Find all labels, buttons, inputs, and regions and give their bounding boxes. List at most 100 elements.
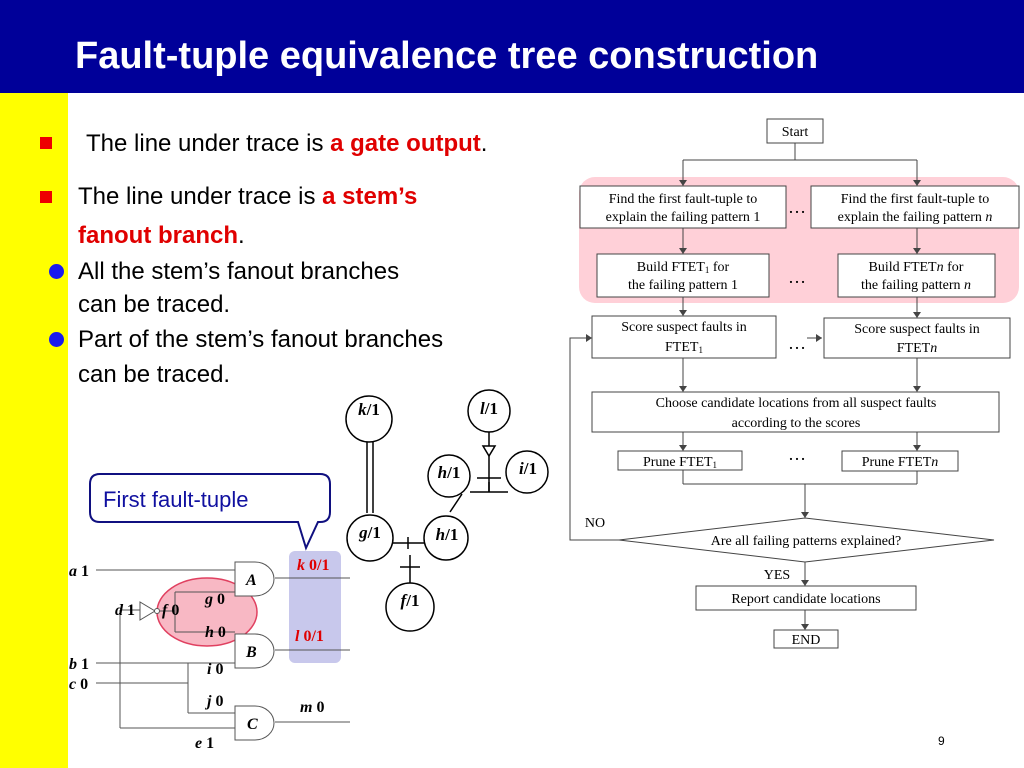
tree-node-f bbox=[385, 582, 435, 632]
flow-prune1-main: Prune FTET bbox=[643, 455, 713, 470]
bullet-emphasis: a stem’s bbox=[322, 183, 418, 210]
title-bar: Fault-tuple equivalence tree constructio… bbox=[0, 0, 1024, 93]
gate-c-label: C bbox=[247, 716, 258, 733]
tree-node-i-label: i bbox=[519, 459, 524, 478]
line-d-value: 1 bbox=[127, 602, 135, 619]
tree-node-i bbox=[505, 450, 549, 494]
line-l-value: 0/1 bbox=[303, 628, 323, 645]
flow-build1-text-1-main: Build FTET bbox=[637, 260, 706, 275]
bullet-square-icon bbox=[40, 191, 52, 203]
svg-text:i 0: i 0 bbox=[207, 661, 223, 678]
flow-scoren-var: n bbox=[930, 341, 937, 356]
line-m-value: 0 bbox=[316, 699, 324, 716]
flow-end-text: END bbox=[792, 633, 821, 648]
svg-text:b 1: b 1 bbox=[69, 656, 89, 673]
gate-b-label: B bbox=[245, 644, 257, 661]
line-e-label: e bbox=[195, 735, 202, 752]
flow-find1-box bbox=[579, 185, 787, 229]
tree-node-h-top-value: /1 bbox=[446, 463, 460, 482]
line-j-label: j bbox=[204, 693, 212, 710]
flow-prunen-box bbox=[841, 450, 959, 472]
sub-bullet-all-cont: can be traced. bbox=[78, 291, 231, 318]
flow-prune1-sub: 1 bbox=[713, 460, 718, 470]
flow-buildn-text-1: Build FTETn for bbox=[869, 260, 964, 275]
bullet-stem-fanout-line1: The line under trace is a stem’s bbox=[78, 182, 417, 212]
line-i-label: i bbox=[207, 661, 212, 678]
svg-text:m 0: m 0 bbox=[300, 699, 324, 716]
tree-node-l bbox=[467, 389, 511, 433]
bullet-square-icon bbox=[40, 137, 52, 149]
flow-score1-box bbox=[591, 315, 777, 359]
bullet-stem-fanout-line2: fanout branch. bbox=[78, 221, 245, 251]
line-f-value: 0 bbox=[171, 602, 179, 619]
slide-title: Fault-tuple equivalence tree constructio… bbox=[75, 35, 819, 77]
flow-prunen-var: n bbox=[931, 455, 938, 470]
flow-score1-text-2: FTET1 bbox=[665, 340, 703, 355]
tree-node-f-value: /1 bbox=[405, 591, 419, 610]
flow-arrowheads bbox=[586, 180, 921, 630]
flow-score1-text-1: Score suspect faults in bbox=[621, 320, 747, 335]
sub-bullet-part: Part of the stem’s fanout branches bbox=[78, 326, 444, 353]
svg-text:g 0: g 0 bbox=[204, 591, 225, 608]
svg-text:h/1: h/1 bbox=[438, 463, 461, 482]
bullet-period: . bbox=[238, 222, 245, 249]
output-highlight bbox=[289, 551, 341, 663]
line-e-value: 1 bbox=[206, 735, 214, 752]
flow-score1-text-2-main: FTET bbox=[665, 340, 699, 355]
line-c-label: c bbox=[69, 676, 76, 693]
svg-text:k/1: k/1 bbox=[358, 400, 380, 419]
tree-node-k-label: k bbox=[358, 400, 367, 419]
tree-node-g bbox=[346, 514, 394, 562]
line-j-value: 0 bbox=[215, 693, 223, 710]
tree-node-g-value: /1 bbox=[367, 523, 381, 542]
tree-node-g-label: g bbox=[358, 523, 368, 542]
flow-decision-diamond bbox=[618, 517, 995, 563]
line-f-label: f bbox=[162, 602, 169, 619]
tree-node-f-label: f bbox=[401, 591, 409, 610]
flow-ellipsis-1: … bbox=[788, 197, 806, 217]
bullet-emphasis: a gate output bbox=[330, 130, 481, 157]
flow-start-text: Start bbox=[782, 125, 809, 140]
svg-text:e 1: e 1 bbox=[195, 735, 214, 752]
flow-build1-box bbox=[596, 253, 770, 298]
tree-node-h-bottom-value: /1 bbox=[444, 525, 458, 544]
svg-text:j 0: j 0 bbox=[204, 693, 223, 710]
flow-ellipses: … … … … bbox=[788, 197, 806, 464]
svg-text:c 0: c 0 bbox=[69, 676, 88, 693]
svg-text:h 0: h 0 bbox=[205, 624, 226, 641]
flow-yes-label: YES bbox=[764, 568, 790, 583]
flow-build1-text-2: the failing pattern 1 bbox=[628, 278, 738, 293]
flow-build1-text-1: Build FTET1 for bbox=[637, 260, 730, 275]
flow-prunen-main: Prune FTET bbox=[862, 455, 932, 470]
svg-text:l/1: l/1 bbox=[480, 399, 498, 418]
svg-text:g/1: g/1 bbox=[358, 523, 381, 542]
flow-scoren-box bbox=[823, 317, 1011, 359]
bullet-period: . bbox=[480, 130, 488, 157]
line-g-label: g bbox=[204, 591, 213, 608]
flow-buildn-text-1-main: Build FTET bbox=[869, 260, 938, 275]
flow-no-label: NO bbox=[585, 516, 605, 531]
flow-buildn-var2: n bbox=[964, 278, 971, 293]
flow-findn-text-2-main: explain the failing pattern bbox=[838, 210, 986, 225]
tree-node-h-bottom bbox=[423, 515, 469, 561]
flow-scoren-text-2: FTETn bbox=[897, 341, 937, 356]
tree-labels: k/1 l/1 h/1 i/1 g/1 h/1 f/1 bbox=[358, 399, 537, 610]
flow-scoren-text-1: Score suspect faults in bbox=[854, 322, 980, 337]
flow-prune1-text: Prune FTET1 bbox=[643, 455, 717, 470]
flow-ellipsis-2: … bbox=[788, 267, 806, 287]
flow-buildn-text-1-tail: for bbox=[944, 260, 964, 275]
tree-nodes bbox=[345, 389, 549, 632]
svg-text:a 1: a 1 bbox=[69, 563, 89, 580]
line-h-label: h bbox=[205, 624, 214, 641]
flow-build1-text-1-tail: for bbox=[709, 260, 729, 275]
svg-text:i/1: i/1 bbox=[519, 459, 537, 478]
line-h-value: 0 bbox=[218, 624, 226, 641]
gate-a-shape bbox=[234, 561, 275, 597]
tree-node-h-top bbox=[427, 454, 471, 498]
callout-text: First fault-tuple bbox=[103, 487, 249, 512]
flow-buildn-text-2: the failing pattern n bbox=[861, 278, 971, 293]
circuit-wires bbox=[96, 561, 350, 741]
line-l-label: l bbox=[295, 628, 300, 645]
tree-node-l-value: /1 bbox=[484, 399, 498, 418]
